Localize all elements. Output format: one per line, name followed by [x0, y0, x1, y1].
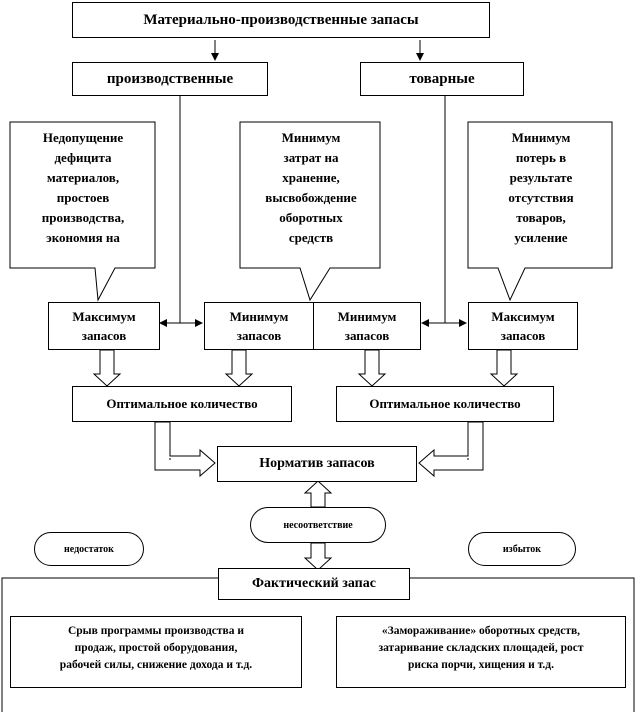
note-shortage-consequences: Срыв программы производства и продаж, пр… [10, 616, 302, 688]
hollow-arrow-left-to-norm [154, 421, 216, 478]
branch-production-label: производственные [106, 70, 234, 87]
callout-1: Недопущение дефицита материалов, простое… [12, 128, 154, 248]
optimal-quantity-left-label: Оптимальное количество [106, 396, 258, 411]
box-line: Минимум [337, 309, 397, 324]
note-line: продаж, простой оборудования, [74, 642, 238, 654]
box-line: Минимум [229, 309, 289, 324]
callout-2-line: Минимум [281, 130, 341, 145]
box-line: запасов [344, 328, 390, 343]
hollow-arrow-1 [92, 349, 122, 387]
note-line: риска порчи, хищения и т.д. [408, 659, 554, 671]
actual-stock-box: Фактический запас [218, 568, 410, 600]
bottom-frame-left [1, 577, 218, 712]
callout-2-line: хранение, [282, 170, 340, 185]
shortage-label: недостаток [64, 543, 114, 555]
optimal-quantity-left: Оптимальное количество [72, 386, 292, 422]
excess-pill: избыток [468, 532, 576, 566]
mismatch-pill: несоответствие [250, 507, 386, 543]
callout-2-line: оборотных [279, 210, 343, 225]
branch-goods-box: товарные [360, 62, 524, 96]
callout-1-line: производства, [41, 210, 125, 225]
bottom-frame-right [410, 577, 635, 712]
callout-1-line: Недопущение [42, 130, 124, 145]
callout-3-line: товаров, [516, 210, 566, 225]
min-stock-box-right: Минимум запасов [313, 302, 421, 350]
note-line: затаривание складских площадей, рост [378, 642, 584, 654]
top-title: Материально-производственные запасы [143, 11, 419, 28]
callout-3: Минимум потерь в результате отсутствия т… [470, 128, 612, 248]
box-line: запасов [81, 328, 127, 343]
callout-2: Минимум затрат на хранение, высвобождени… [242, 128, 380, 248]
mismatch-label: несоответствие [283, 519, 353, 531]
callout-1-line: экономия на [46, 230, 120, 245]
hollow-arrow-2 [224, 349, 254, 387]
hollow-arrow-3 [357, 349, 387, 387]
box-line: запасов [236, 328, 282, 343]
excess-label: избыток [502, 543, 542, 555]
shortage-pill: недостаток [34, 532, 144, 566]
branch-production-box: производственные [72, 62, 268, 96]
callout-1-line: материалов, [46, 170, 120, 185]
box-line: Максимум [72, 309, 136, 324]
actual-stock-label: Фактический запас [252, 576, 376, 591]
optimal-quantity-right: Оптимальное количество [336, 386, 554, 422]
box-line: запасов [500, 328, 546, 343]
note-line: Срыв программы производства и [67, 625, 245, 637]
box-line: Максимум [491, 309, 555, 324]
norm-label: Норматив запасов [259, 456, 375, 471]
max-stock-box-left: Максимум запасов [48, 302, 160, 350]
callout-3-line: результате [509, 170, 573, 185]
callout-shape-3 [467, 121, 613, 302]
note-excess-consequences: «Замораживание» оборотных средств, затар… [336, 616, 626, 688]
hollow-arrow-down-to-actual [303, 542, 333, 571]
hollow-arrow-4 [489, 349, 519, 387]
norm-box: Норматив запасов [217, 446, 417, 482]
callout-shape-1 [9, 121, 156, 302]
callout-1-line: простоев [56, 190, 110, 205]
callout-2-line: средств [288, 230, 334, 245]
callout-3-line: потерь в [515, 150, 567, 165]
hollow-arrow-right-to-norm [418, 421, 484, 478]
top-title-box: Материально-производственные запасы [72, 2, 490, 38]
callout-3-line: отсутствия [508, 190, 574, 205]
callout-2-line: затрат на [283, 150, 339, 165]
callout-3-line: усиление [514, 230, 568, 245]
note-line: «Замораживание» оборотных средств, [381, 625, 581, 637]
callout-3-line: Минимум [511, 130, 571, 145]
note-line: рабочей силы, снижение дохода и т.д. [59, 659, 253, 671]
hollow-arrow-up-to-norm [303, 480, 333, 508]
optimal-quantity-right-label: Оптимальное количество [369, 396, 521, 411]
callout-1-line: дефицита [54, 150, 112, 165]
branch-goods-label: товарные [409, 70, 475, 87]
max-stock-box-right: Максимум запасов [468, 302, 578, 350]
min-stock-box-left: Минимум запасов [204, 302, 314, 350]
callout-shape-2 [239, 121, 381, 302]
callout-2-line: высвобождение [265, 190, 357, 205]
